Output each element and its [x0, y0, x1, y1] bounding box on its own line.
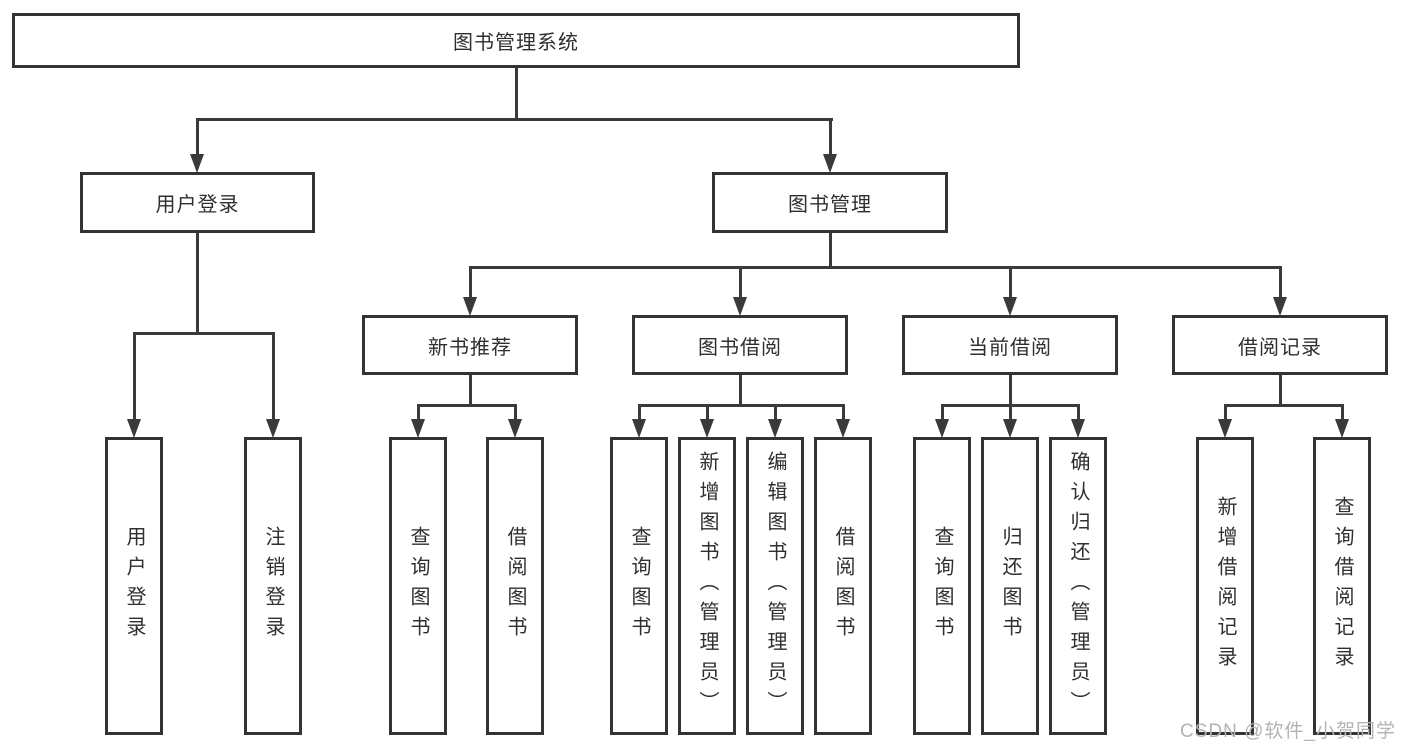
leaf-add-books-admin: 新增图书（管理员） — [678, 437, 736, 735]
leaf-label: 确认归还（管理员） — [1067, 451, 1089, 721]
arrow-down-icon — [733, 297, 747, 316]
node-book-management: 图书管理 — [712, 172, 948, 233]
connector-line — [774, 404, 777, 421]
connector-line — [133, 332, 136, 421]
leaf-label: 查询图书 — [407, 526, 429, 646]
leaf-borrow-books-recommend: 借阅图书 — [486, 437, 544, 735]
arrow-down-icon — [1071, 419, 1085, 438]
arrow-down-icon — [266, 419, 280, 438]
arrow-down-icon — [508, 419, 522, 438]
connector-line — [1279, 375, 1282, 407]
connector-line — [272, 332, 275, 421]
arrow-down-icon — [1218, 419, 1232, 438]
connector-line — [842, 404, 845, 421]
leaf-label: 归还图书 — [999, 526, 1021, 646]
node-current-borrowing: 当前借阅 — [902, 315, 1118, 375]
leaf-label: 编辑图书（管理员） — [764, 451, 786, 721]
leaf-query-borrow-record: 查询借阅记录 — [1313, 437, 1371, 735]
node-book-borrowing: 图书借阅 — [632, 315, 848, 375]
connector-line — [638, 404, 641, 421]
arrow-down-icon — [632, 419, 646, 438]
leaf-query-books-current: 查询图书 — [913, 437, 971, 735]
leaf-label: 借阅图书 — [504, 526, 526, 646]
connector-line — [469, 266, 472, 299]
node-library-management-system: 图书管理系统 — [12, 13, 1020, 68]
leaf-label: 查询图书 — [931, 526, 953, 646]
connector-line — [739, 375, 742, 407]
connector-line — [515, 68, 518, 120]
arrow-down-icon — [836, 419, 850, 438]
connector-line — [829, 233, 832, 269]
leaf-label: 查询图书 — [628, 526, 650, 646]
connector-line — [1341, 404, 1344, 421]
connector-line — [417, 404, 517, 407]
connector-line — [706, 404, 709, 421]
connector-line — [1224, 404, 1344, 407]
node-user-login: 用户登录 — [80, 172, 315, 233]
leaf-label: 注销登录 — [262, 526, 284, 646]
arrow-down-icon — [768, 419, 782, 438]
arrow-down-icon — [1335, 419, 1349, 438]
connector-line — [417, 404, 420, 421]
arrow-down-icon — [823, 154, 837, 173]
leaf-borrow-books: 借阅图书 — [814, 437, 872, 735]
leaf-query-books-recommend: 查询图书 — [389, 437, 447, 735]
connector-line — [196, 118, 833, 121]
connector-line — [1009, 266, 1012, 299]
connector-line — [1224, 404, 1227, 421]
connector-line — [133, 332, 275, 335]
node-borrowing-records: 借阅记录 — [1172, 315, 1388, 375]
connector-line — [1009, 375, 1012, 407]
arrow-down-icon — [190, 154, 204, 173]
arrow-down-icon — [935, 419, 949, 438]
leaf-label: 用户登录 — [123, 526, 145, 646]
connector-line — [469, 375, 472, 407]
arrow-down-icon — [1003, 297, 1017, 316]
arrow-down-icon — [463, 297, 477, 316]
leaf-user-login: 用户登录 — [105, 437, 163, 735]
leaf-logout: 注销登录 — [244, 437, 302, 735]
connector-line — [739, 266, 742, 299]
leaf-return-books: 归还图书 — [981, 437, 1039, 735]
arrow-down-icon — [411, 419, 425, 438]
connector-line — [196, 118, 199, 156]
leaf-label: 新增图书（管理员） — [696, 451, 718, 721]
arrow-down-icon — [700, 419, 714, 438]
leaf-label: 新增借阅记录 — [1214, 496, 1236, 676]
connector-line — [1279, 266, 1282, 299]
watermark: CSDN @软件_小贺同学 — [1180, 721, 1396, 742]
leaf-label: 借阅图书 — [832, 526, 854, 646]
leaf-query-books-borrowing: 查询图书 — [610, 437, 668, 735]
connector-line — [638, 404, 845, 407]
arrow-down-icon — [1273, 297, 1287, 316]
arrow-down-icon — [1003, 419, 1017, 438]
connector-line — [469, 266, 1282, 269]
connector-line — [1009, 404, 1012, 421]
leaf-label: 查询借阅记录 — [1331, 496, 1353, 676]
leaf-confirm-return-admin: 确认归还（管理员） — [1049, 437, 1107, 735]
connector-line — [829, 118, 832, 156]
connector-line — [196, 233, 199, 335]
connector-line — [514, 404, 517, 421]
connector-line — [1077, 404, 1080, 421]
leaf-edit-books-admin: 编辑图书（管理员） — [746, 437, 804, 735]
leaf-add-borrow-record: 新增借阅记录 — [1196, 437, 1254, 735]
node-new-book-recommendation: 新书推荐 — [362, 315, 578, 375]
connector-line — [941, 404, 944, 421]
arrow-down-icon — [127, 419, 141, 438]
